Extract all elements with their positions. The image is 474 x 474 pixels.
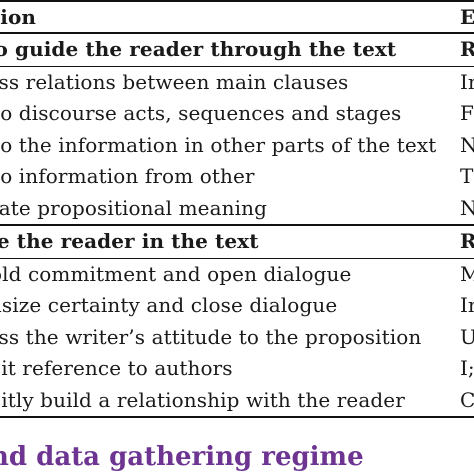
section-title: p to guide the reader through the text	[0, 37, 397, 61]
table-row: hhold commitment and open dialogue M	[0, 259, 474, 291]
row-function: borate propositional meaning	[0, 195, 267, 220]
section-title-example: R	[460, 229, 474, 253]
table-top-rule	[0, 0, 474, 2]
header-rule	[0, 32, 474, 34]
row-example: M	[460, 261, 474, 286]
table-row: phasize certainty and close dialogue In	[0, 290, 474, 322]
row-example: T	[460, 164, 474, 188]
table-row: borate propositional meaning N	[0, 193, 474, 225]
section-title: olve the reader in the text	[0, 229, 259, 253]
section-title-row: olve the reader in the text R	[0, 226, 474, 258]
row-example: N	[460, 132, 474, 157]
row-function: phasize certainty and close dialogue	[0, 293, 338, 317]
table-row: press the writer’s attitude to the propo…	[0, 322, 474, 354]
row-function: er to information from other	[0, 164, 255, 188]
section-rule	[0, 65, 474, 67]
section-title-row: p to guide the reader through the text R	[0, 34, 474, 66]
row-function: press the writer’s attitude to the propo…	[0, 324, 422, 349]
table-bottom-rule	[0, 416, 474, 418]
metadiscourse-table: nction E p to guide the reader through t…	[0, 0, 474, 418]
table-row: plicit reference to authors I;	[0, 353, 474, 385]
section-title-example: R	[460, 37, 474, 61]
row-example: U	[460, 324, 474, 349]
row-function: plicitly build a relationship with the r…	[0, 387, 405, 412]
row-example: I;	[460, 356, 474, 380]
row-function: er to the information in other parts of …	[0, 132, 437, 157]
header-function: nction	[0, 5, 37, 29]
table-row: er to discourse acts, sequences and stag…	[0, 98, 474, 130]
section-heading: nd data gathering regime	[0, 442, 364, 472]
row-example: F	[460, 101, 474, 125]
row-example: N	[460, 195, 474, 220]
row-function: er to discourse acts, sequences and stag…	[0, 101, 402, 125]
table-row: press relations between main clauses In	[0, 67, 474, 99]
row-function: plicit reference to authors	[0, 356, 233, 380]
section-divider-rule	[0, 224, 474, 226]
row-function: press relations between main clauses	[0, 69, 349, 94]
table-row: plicitly build a relationship with the r…	[0, 385, 474, 417]
row-function: hhold commitment and open dialogue	[0, 261, 352, 286]
row-example: In	[460, 69, 474, 94]
header-example: E	[460, 5, 474, 29]
row-example: C	[460, 387, 474, 412]
row-example: In	[460, 293, 474, 317]
table-row: er to information from other T	[0, 161, 474, 193]
section-rule	[0, 257, 474, 259]
table-header-row: nction E	[0, 2, 474, 32]
table-row: er to the information in other parts of …	[0, 130, 474, 162]
